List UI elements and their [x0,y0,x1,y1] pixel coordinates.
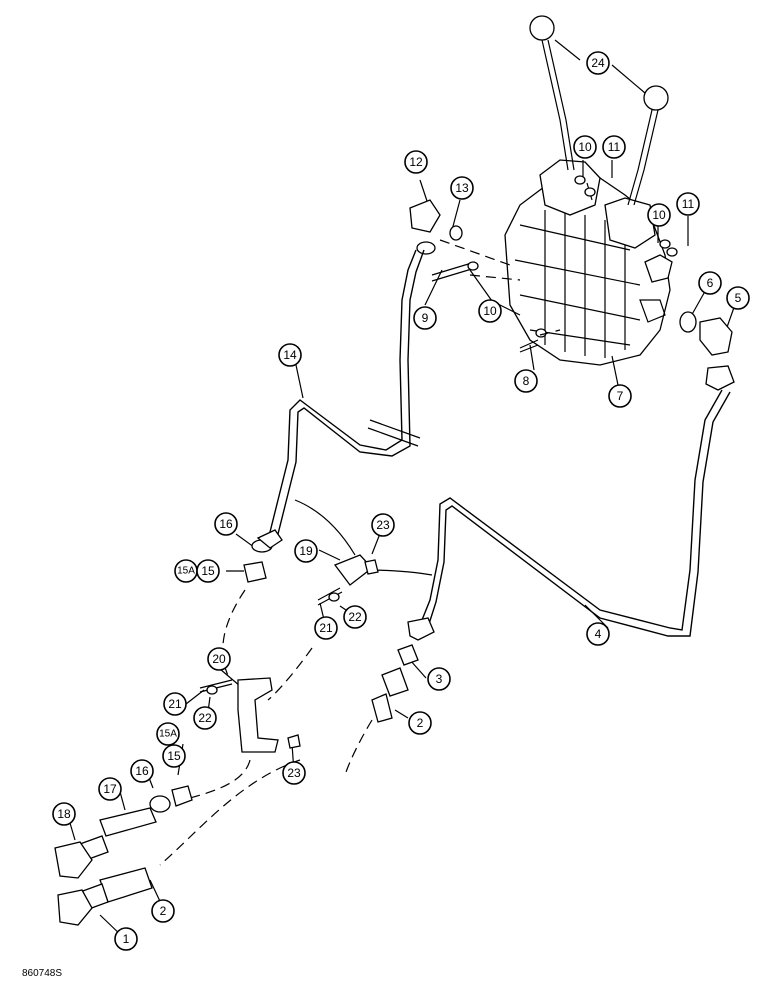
callout-2: 2 [408,711,432,735]
callout-5: 5 [726,286,750,310]
upper-clamp-block [243,529,283,583]
callout-10: 10 [573,135,597,159]
hose-dashed-paths [159,589,373,866]
valve-fittings [409,175,735,391]
callout-8: 8 [514,369,538,393]
callout-19: 19 [294,539,318,563]
control-valve-assembly [504,159,673,366]
svg-text:10: 10 [483,304,497,318]
callout-12: 12 [404,150,428,174]
tube-4 [419,389,723,631]
svg-text:14: 14 [283,348,297,362]
callout-14: 14 [278,343,302,367]
callout-20: 20 [207,647,231,671]
callout-9: 9 [413,306,437,330]
svg-text:23: 23 [287,766,301,780]
tube-14 [267,249,417,541]
callout-22: 22 [343,605,367,629]
control-levers [529,15,669,206]
svg-text:16: 16 [219,517,233,531]
callout-10: 10 [478,299,502,323]
callout-15A: 15A [174,559,198,583]
callout-10: 10 [647,203,671,227]
svg-text:15A: 15A [159,729,177,740]
callout-15: 15 [196,559,220,583]
callout-22: 22 [193,706,217,730]
svg-text:8: 8 [523,374,530,388]
svg-text:12: 12 [409,155,423,169]
svg-text:2: 2 [160,904,167,918]
callout-2: 2 [151,899,175,923]
callout-23: 23 [371,513,395,537]
svg-text:22: 22 [198,711,212,725]
callout-15A: 15A [156,722,180,746]
callout-13: 13 [450,176,474,200]
upper-clamp [294,499,433,606]
svg-text:10: 10 [652,208,666,222]
svg-text:2: 2 [417,716,424,730]
callout-17: 17 [98,777,122,801]
callout-24: 24 [586,51,610,75]
callout-6: 6 [698,271,722,295]
svg-text:17: 17 [103,782,117,796]
callout-16: 16 [130,759,154,783]
svg-text:11: 11 [608,140,621,154]
tube-end-fittings [371,617,435,723]
svg-text:10: 10 [578,140,592,154]
svg-text:3: 3 [436,672,443,686]
callout-21: 21 [314,616,338,640]
svg-text:9: 9 [422,311,429,325]
svg-text:15: 15 [201,564,215,578]
callout-3: 3 [427,667,451,691]
svg-text:21: 21 [168,697,182,711]
svg-text:23: 23 [376,518,390,532]
svg-text:7: 7 [617,389,624,403]
svg-text:13: 13 [455,181,469,195]
svg-text:22: 22 [348,610,362,624]
callout-11: 11 [602,135,626,159]
lower-fittings [54,785,193,926]
callout-21: 21 [163,692,187,716]
svg-text:20: 20 [212,652,226,666]
callout-23: 23 [282,761,306,785]
callout-16: 16 [214,512,238,536]
svg-text:15: 15 [167,749,181,763]
callout-7: 7 [608,384,632,408]
svg-text:4: 4 [595,627,602,641]
svg-text:1: 1 [123,932,130,946]
callout-1: 1 [114,927,138,951]
svg-text:18: 18 [57,807,71,821]
callout-4: 4 [586,622,610,646]
callout-15: 15 [162,744,186,768]
callout-18: 18 [52,802,76,826]
svg-text:21: 21 [319,621,333,635]
svg-text:5: 5 [735,291,742,305]
lower-bracket [199,677,301,753]
svg-text:24: 24 [591,56,605,70]
svg-text:11: 11 [682,197,695,211]
svg-text:15A: 15A [177,566,195,577]
svg-text:16: 16 [135,764,149,778]
svg-text:6: 6 [707,276,714,290]
svg-text:19: 19 [299,544,313,558]
figure-code: 860748S [22,968,63,979]
callout-11: 11 [676,192,700,216]
